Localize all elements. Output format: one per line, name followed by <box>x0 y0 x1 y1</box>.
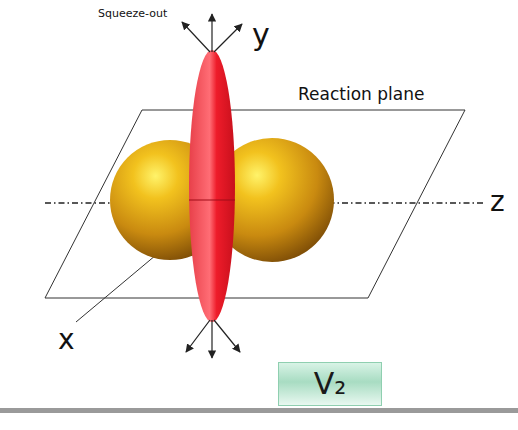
overlap-zone <box>189 50 235 322</box>
overlap-seam <box>189 200 235 201</box>
bottom-bar <box>0 408 518 413</box>
axis-label: y <box>252 20 270 50</box>
label-box: V₂ <box>278 362 382 406</box>
squeeze-arrows <box>182 14 242 358</box>
annotation: Squeeze-out <box>98 8 167 19</box>
axis-label: z <box>490 188 505 216</box>
plane-label: Reaction plane <box>298 86 424 103</box>
reaction-plane <box>45 110 465 298</box>
axis-label: x <box>58 326 75 354</box>
box-text: V₂ <box>314 369 347 399</box>
